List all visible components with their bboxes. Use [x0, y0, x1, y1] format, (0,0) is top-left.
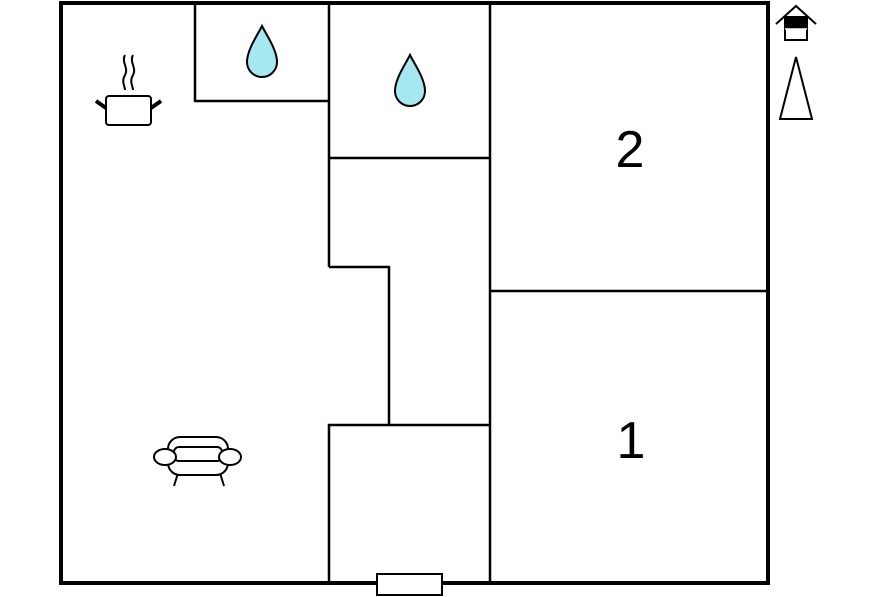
- water-drop-icon: [245, 23, 279, 78]
- bedroom-2-label: 2: [616, 121, 645, 179]
- house-icon: [775, 4, 817, 41]
- bedroom-1-label: 1: [617, 412, 646, 470]
- cooking-pot-icon: [94, 54, 163, 126]
- interior-walls: [193, 3, 768, 583]
- entrance-door: [376, 573, 443, 596]
- water-drop-icon: [393, 52, 427, 107]
- north-arrow-icon: [778, 56, 814, 120]
- armchair-icon: [153, 436, 242, 487]
